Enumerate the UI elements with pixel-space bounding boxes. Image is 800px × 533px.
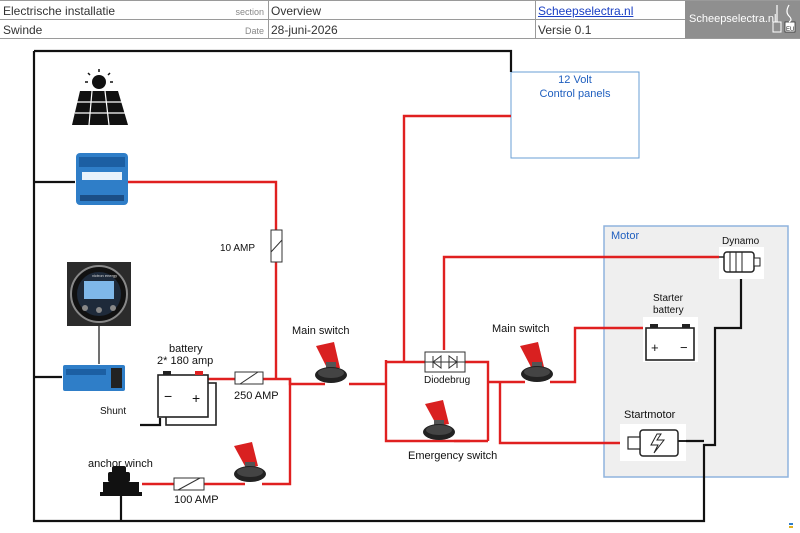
starter-battery-label-line1: Starter <box>653 293 684 304</box>
header-bottom-border <box>0 38 800 39</box>
svg-text:+: + <box>651 340 659 355</box>
control-panels-line1: 12 Volt <box>558 74 592 86</box>
project-title: Electrische installatie <box>3 4 116 18</box>
main-switch-left-label: Main switch <box>292 325 349 337</box>
house-battery-bank-icon: − + <box>157 371 217 426</box>
diodebrug-label: Diodebrug <box>424 375 470 386</box>
fuse-10amp-label: 10 AMP <box>220 243 255 254</box>
startmotor-icon <box>620 424 686 461</box>
positive-wires <box>128 114 719 486</box>
svg-text:+: + <box>192 390 200 406</box>
solar-panel-icon <box>72 69 128 126</box>
header-col-divider-2 <box>535 0 536 39</box>
battery-label-line2: 2* 180 amp <box>157 355 213 367</box>
website-link[interactable]: Scheepselectra.nl <box>538 4 633 18</box>
anchor-winch-label: anchor winch <box>88 458 153 470</box>
dynamo-label: Dynamo <box>722 236 760 247</box>
svg-text:−: − <box>680 340 688 355</box>
logo-text: Scheepselectra.nl <box>689 13 777 25</box>
diode-bridge-icon <box>424 351 466 373</box>
fuse-100amp-label: 100 AMP <box>174 494 219 506</box>
winch-switch-icon <box>234 442 266 482</box>
shunt-device <box>63 365 125 391</box>
fuse-250amp-label: 250 AMP <box>234 390 279 402</box>
svg-text:EU: EU <box>786 27 794 33</box>
starter-battery-label-line2: battery <box>653 305 684 316</box>
shunt-label: Shunt <box>100 406 126 417</box>
main-switch-left-icon <box>315 342 347 383</box>
battery-label-line1: battery <box>169 343 203 355</box>
dynamo-icon <box>719 247 764 279</box>
main-switch-right-label: Main switch <box>492 323 549 335</box>
version: Versie 0.1 <box>538 23 592 37</box>
motor-area-label: Motor <box>611 230 639 242</box>
corner-mark-yellow <box>789 526 793 528</box>
svg-text:−: − <box>164 388 172 404</box>
starter-battery-icon: + − <box>643 317 698 362</box>
header-col-divider-1 <box>268 0 269 39</box>
corner-mark-blue <box>789 523 793 525</box>
date-value: 28-juni-2026 <box>271 23 338 37</box>
main-switch-right-icon <box>520 342 553 382</box>
control-panels-line2: Control panels <box>540 88 611 100</box>
vessel-name: Swinde <box>3 23 43 37</box>
header-mid-divider <box>0 19 685 20</box>
emergency-switch-label: Emergency switch <box>408 450 497 462</box>
section-label: section <box>235 7 264 17</box>
monitor-brand: victron energy <box>92 273 117 278</box>
website-link-text[interactable]: Scheepselectra.nl <box>538 4 634 18</box>
plug-logo-icon: EU <box>772 4 796 33</box>
startmotor-label: Startmotor <box>624 409 676 421</box>
battery-monitor: victron energy <box>67 262 131 326</box>
company-logo: Scheepselectra.nl <box>685 1 800 38</box>
date-label: Date <box>244 26 264 36</box>
emergency-switch-icon <box>423 400 455 440</box>
anchor-winch-icon <box>100 466 142 496</box>
negative-wires <box>32 49 743 523</box>
title-block: Electrische installatie section Overview… <box>0 0 800 40</box>
header-top-border <box>0 0 800 1</box>
section-value: Overview <box>271 4 322 18</box>
mppt-charge-controller <box>76 153 128 205</box>
control-panels-box <box>510 71 640 159</box>
